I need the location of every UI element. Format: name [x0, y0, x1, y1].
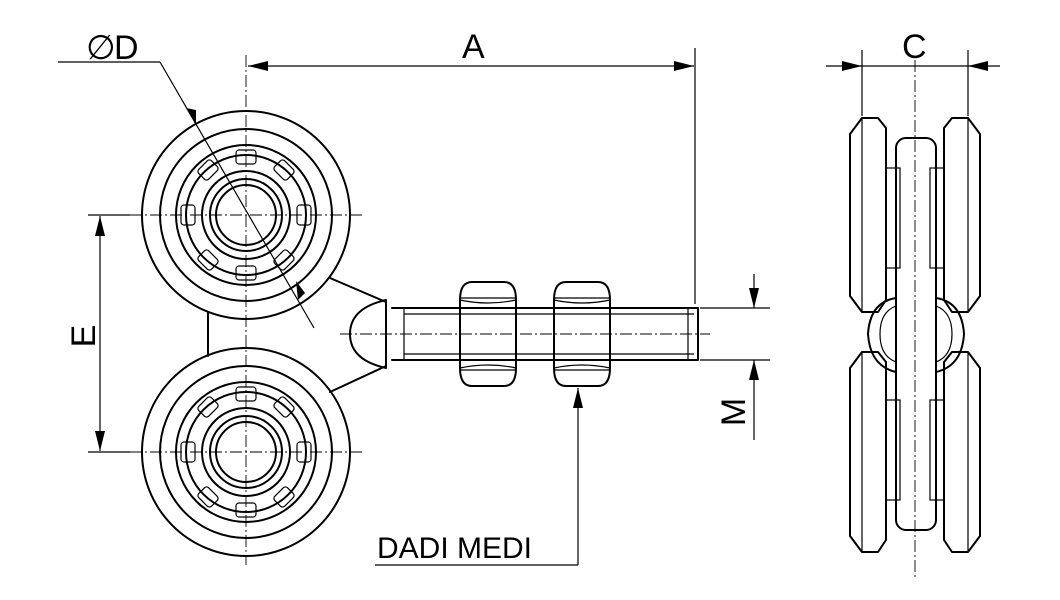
- dimension-lines: [58, 48, 1000, 566]
- front-view: [130, 55, 710, 565]
- diameter-symbol: ∅: [86, 29, 116, 67]
- label-m: M: [715, 398, 753, 426]
- label-d: D: [114, 29, 139, 67]
- label-e: E: [65, 325, 103, 348]
- side-view: [849, 60, 981, 580]
- label-a: A: [462, 28, 485, 66]
- callout-dadi-medi: DADI MEDI: [377, 532, 532, 565]
- threaded-stud: [391, 307, 699, 361]
- nut-1: [459, 281, 517, 387]
- nut-2: [553, 281, 611, 387]
- body-plate: [207, 277, 387, 393]
- label-c: C: [902, 28, 927, 66]
- front-centerlines: [130, 55, 710, 565]
